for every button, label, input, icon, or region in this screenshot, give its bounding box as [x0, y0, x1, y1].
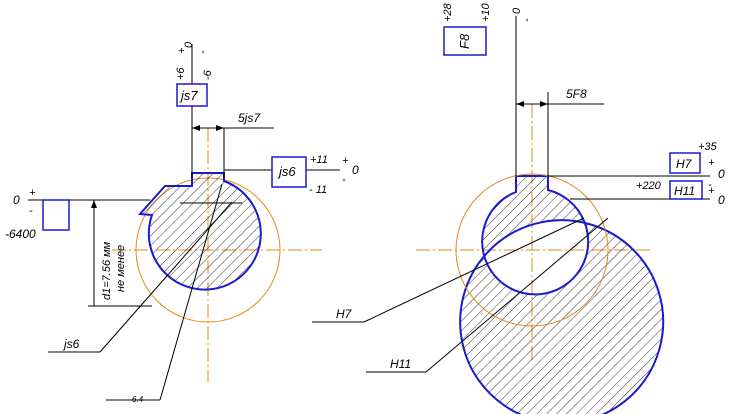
f8-upper-deviation: +28	[442, 2, 454, 22]
h11-upper-deviation: +220	[636, 180, 662, 192]
f8-width-label: 5F8	[566, 87, 587, 101]
js6-zero-minus: -	[342, 174, 346, 186]
h7-tolerance-box	[669, 152, 701, 174]
f8-tolerance-box	[443, 26, 487, 56]
h7-zero-minus: -	[708, 179, 712, 191]
shaft-cross-section	[137, 172, 262, 291]
roughness-leader	[159, 183, 223, 401]
depth-zero-minus: -	[29, 205, 33, 217]
depth-arrow	[91, 200, 97, 208]
f8-lower-deviation: +10	[480, 2, 492, 22]
depth-zero-plus: +	[29, 187, 36, 199]
js6-fit-label: js6	[277, 164, 296, 179]
depth-lower-deviation: -6400	[5, 227, 36, 241]
js6-tolerance-box	[271, 156, 307, 188]
hub-cross-section	[459, 175, 665, 414]
js7-upper-deviation: +6	[175, 67, 187, 80]
js7-zero-value: 0	[183, 41, 195, 48]
js6-upper-deviation: +11	[310, 154, 328, 166]
js6-zero-value: 0	[352, 163, 359, 177]
f8-arrow-left	[516, 101, 524, 107]
js7-width-label: 5js7	[238, 111, 261, 125]
depth-note: d1=7.56 мм	[101, 241, 113, 300]
f8-zero-minus: -	[521, 18, 533, 22]
h7-zero-value: 0	[718, 167, 725, 181]
js6-zero-plus: +	[342, 155, 349, 167]
js6-lower-deviation: - 11	[309, 184, 327, 196]
js6-leader-label: js6	[62, 337, 80, 351]
js7-fit-label: js7	[179, 88, 198, 103]
h11-tolerance-box	[669, 180, 703, 200]
h7-zero-plus: +	[708, 157, 715, 169]
h11-zero-plus: +	[708, 185, 715, 197]
f8-fit-label: F8	[457, 33, 472, 49]
f8-zero-value: 0	[511, 7, 523, 14]
h11-leader-label: H11	[390, 357, 411, 371]
shaft-view: 5js7 js7 +6 -6 + 0 - js6 +11 - 11 + 0 - …	[5, 41, 359, 404]
h11-leader	[425, 217, 609, 373]
h7-leader-label: H7	[336, 307, 353, 321]
depth-zero-value: 0	[13, 193, 20, 207]
hub-view: 5F8 F8 +28 +10 0 - H7 +35 + 0 - H11 +220…	[312, 2, 725, 414]
h11-zero-value: 0	[718, 193, 725, 207]
h11-fit-label: H11	[674, 184, 695, 198]
js7-lower-deviation: -6	[202, 69, 214, 80]
hub-tolerance-circle	[455, 173, 609, 327]
js7-tolerance-box	[176, 83, 208, 107]
h7-fit-label: H7	[676, 157, 693, 171]
depth-note-2: не менее	[115, 245, 127, 292]
roughness-leader-label: 6.4	[132, 395, 144, 404]
js7-arrow-right	[216, 125, 224, 131]
js7-zero-minus: -	[197, 50, 209, 54]
js7-zero-plus: +	[176, 47, 188, 54]
js7-arrow-left	[192, 125, 200, 131]
f8-arrow-right	[540, 101, 548, 107]
h7-leader	[363, 217, 585, 323]
h7-upper-deviation: +35	[698, 141, 718, 153]
depth-tolerance-box	[42, 199, 70, 231]
